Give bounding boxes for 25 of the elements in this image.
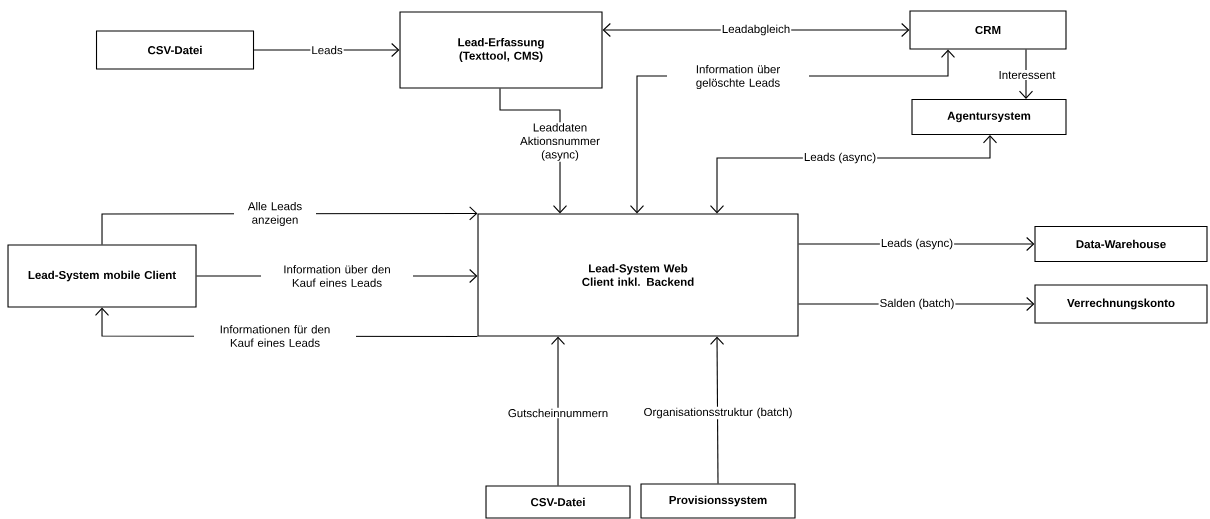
arrow bbox=[710, 336, 725, 484]
edge-label: Leaddaten Aktionsnummer (async) bbox=[509, 122, 611, 162]
system-box: CSV-Datei bbox=[485, 485, 631, 519]
system-box: Lead-Erfassung (Texttool, CMS) bbox=[399, 11, 603, 89]
edge-label: Leads (async) bbox=[802, 151, 878, 165]
system-box: Data-Warehouse bbox=[1034, 225, 1208, 263]
system-box: Lead-System mobile Client bbox=[7, 244, 197, 308]
system-box: Provisionssystem bbox=[640, 483, 796, 519]
edge-label: Leads bbox=[310, 44, 344, 56]
edge-label: Informationen für den Kauf eines Leads bbox=[194, 324, 356, 348]
edge-label: Information über den Kauf eines Leads bbox=[261, 264, 413, 288]
system-box: Lead-System Web Client inkl. Backend bbox=[477, 213, 799, 337]
edge-label: Organisationsstruktur (batch) bbox=[637, 406, 799, 420]
system-box: CSV-Datei bbox=[95, 30, 255, 70]
edge-label: Gutscheinnummern bbox=[506, 407, 610, 419]
system-box: Verrechnungskonto bbox=[1034, 284, 1208, 324]
edge-label: Leadabgleich bbox=[720, 23, 792, 37]
edge-label: Alle Leads anzeigen bbox=[234, 200, 316, 228]
edge-label: Interessent bbox=[997, 70, 1057, 80]
edge-label: Salden (batch) bbox=[878, 297, 956, 311]
edge-label: Information über gelöschte Leads bbox=[667, 63, 809, 91]
edge-label: Leads (async) bbox=[879, 237, 955, 251]
system-box: CRM bbox=[909, 10, 1067, 50]
arrow bbox=[550, 336, 566, 486]
system-box: Agentursystem bbox=[911, 98, 1067, 136]
